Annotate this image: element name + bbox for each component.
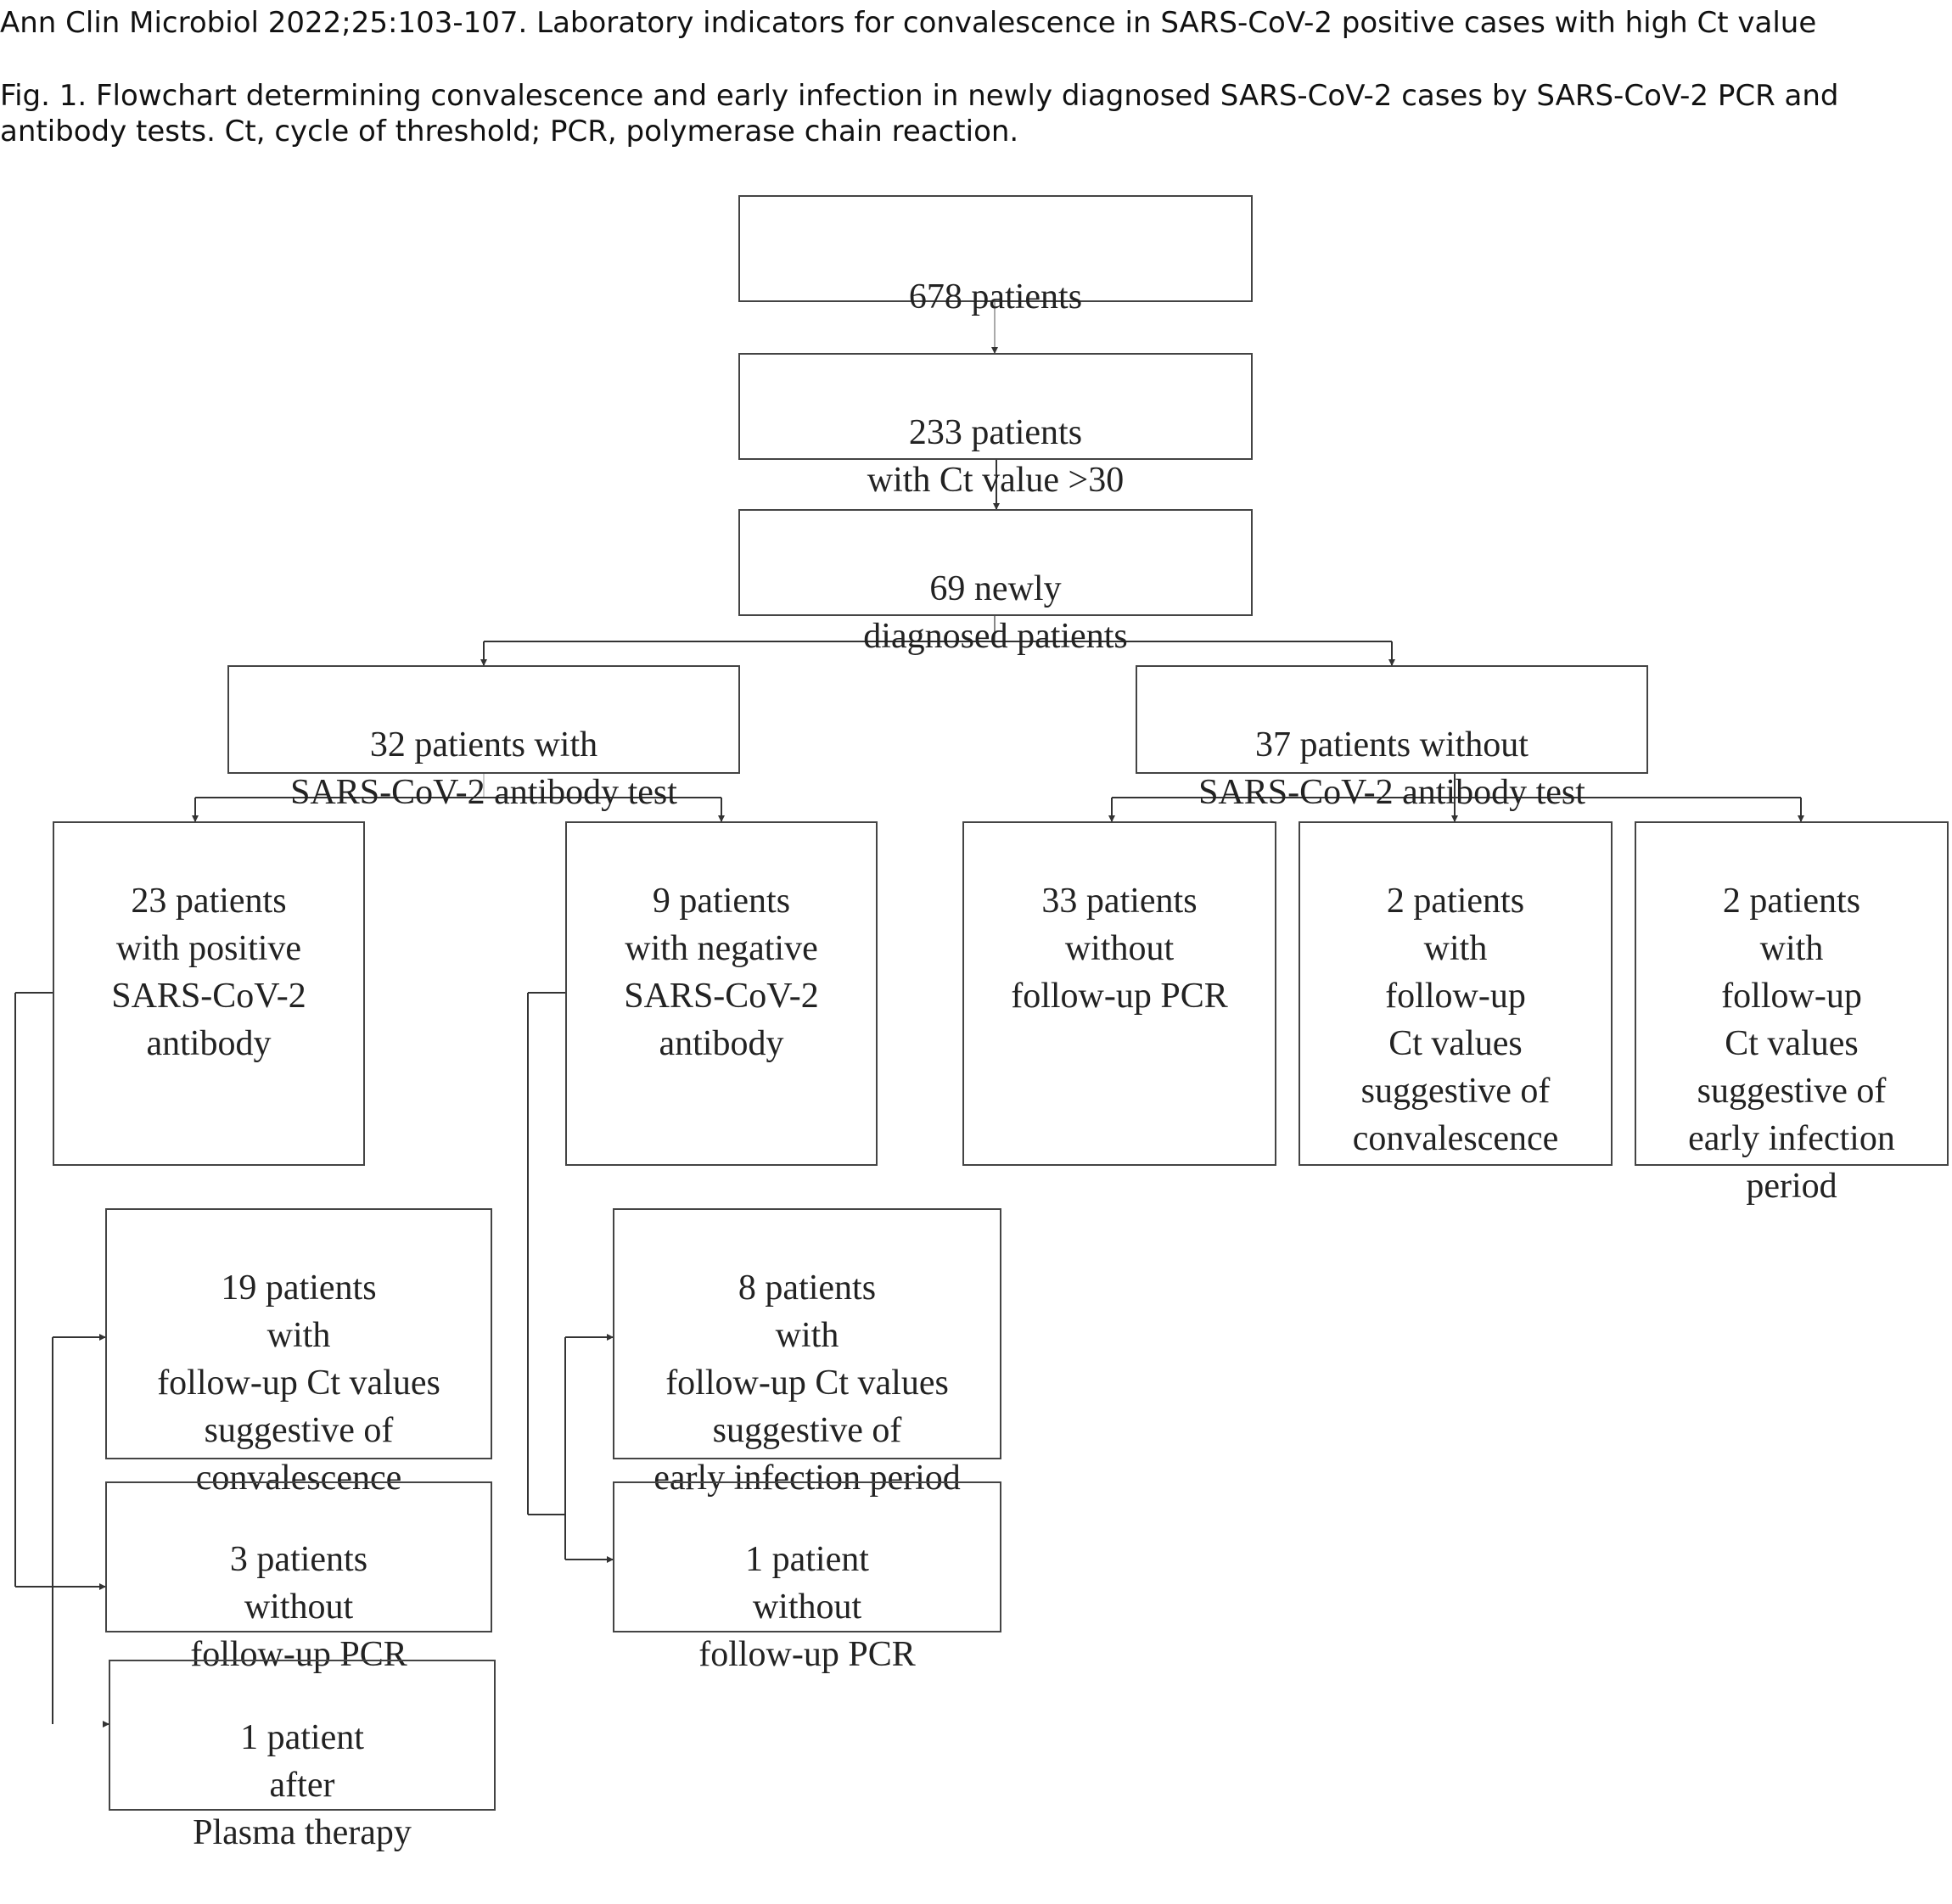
box-neg-early-infection: 8 patients with follow-up Ct values sugg… — [613, 1208, 1001, 1498]
box-negative-antibody-label: 9 patients with negative SARS-CoV-2 anti… — [624, 882, 819, 1063]
box-no-test-convalescence: 2 patients with follow-up Ct values sugg… — [1299, 821, 1613, 1166]
box-pos-plasma-label: 1 patient after Plasma therapy — [193, 1718, 412, 1852]
box-without-antibody-test-label: 37 patients without SARS-CoV-2 antibody … — [1198, 725, 1585, 812]
box-with-antibody-test: 32 patients with SARS-CoV-2 antibody tes… — [227, 665, 740, 812]
box-no-test-convalescence-label: 2 patients with follow-up Ct values sugg… — [1352, 882, 1559, 1158]
box-pos-no-followup: 3 patients without follow-up PCR — [105, 1481, 492, 1674]
box-with-antibody-test-label: 32 patients with SARS-CoV-2 antibody tes… — [290, 725, 677, 812]
box-pos-convalescence-label: 19 patients with follow-up Ct values sug… — [157, 1268, 440, 1498]
box-negative-antibody: 9 patients with negative SARS-CoV-2 anti… — [565, 821, 878, 1166]
box-pos-plasma: 1 patient after Plasma therapy — [109, 1660, 496, 1852]
box-pos-no-followup-label: 3 patients without follow-up PCR — [190, 1540, 407, 1674]
box-high-ct-label: 233 patients with Ct value >30 — [867, 413, 1125, 500]
box-neg-no-followup-label: 1 patient without follow-up PCR — [698, 1540, 916, 1674]
box-without-antibody-test: 37 patients without SARS-CoV-2 antibody … — [1136, 665, 1648, 812]
box-all-patients-label: 678 patients — [908, 277, 1083, 316]
box-positive-antibody: 23 patients with positive SARS-CoV-2 ant… — [53, 821, 365, 1166]
box-no-test-no-followup-label: 33 patients without follow-up PCR — [1011, 882, 1228, 1016]
box-no-test-no-followup: 33 patients without follow-up PCR — [962, 821, 1276, 1166]
box-high-ct: 233 patients with Ct value >30 — [738, 353, 1253, 500]
box-neg-early-infection-label: 8 patients with follow-up Ct values sugg… — [653, 1268, 961, 1498]
box-positive-antibody-label: 23 patients with positive SARS-CoV-2 ant… — [111, 882, 306, 1063]
box-no-test-early-infection-label: 2 patients with follow-up Ct values sugg… — [1688, 882, 1895, 1206]
box-all-patients: 678 patients — [738, 195, 1253, 316]
box-no-test-early-infection: 2 patients with follow-up Ct values sugg… — [1635, 821, 1949, 1206]
box-neg-no-followup: 1 patient without follow-up PCR — [613, 1481, 1001, 1674]
page-header: Ann Clin Microbiol 2022;25:103-107. Labo… — [0, 6, 1817, 40]
box-pos-convalescence: 19 patients with follow-up Ct values sug… — [105, 1208, 492, 1498]
box-newly-diagnosed-label: 69 newly diagnosed patients — [863, 569, 1128, 656]
box-newly-diagnosed: 69 newly diagnosed patients — [738, 509, 1253, 656]
figure-caption: Fig. 1. Flowchart determining convalesce… — [0, 79, 1839, 148]
flowchart-connectors — [14, 302, 1804, 1728]
